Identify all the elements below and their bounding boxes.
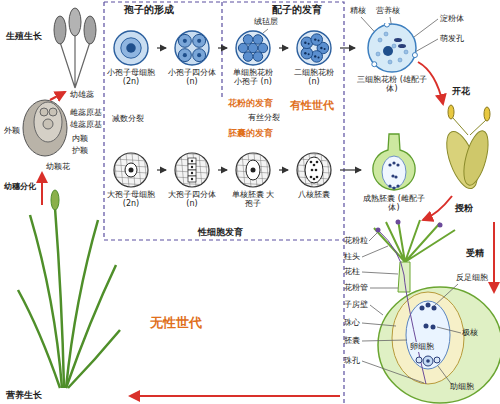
part-label: 花粉粒 bbox=[344, 236, 368, 246]
stage-arrow bbox=[340, 169, 361, 170]
part-label: 精核 bbox=[350, 6, 366, 16]
stage-arrow bbox=[157, 47, 166, 48]
part-label: 幼穗分化 bbox=[4, 182, 36, 192]
cell-illustration bbox=[106, 152, 156, 188]
part-label: 营养生长 bbox=[6, 390, 42, 401]
part-label: 萌发孔 bbox=[440, 34, 464, 44]
stage-caption: 大孢子母细胞 (2n) bbox=[106, 190, 156, 208]
cell-illustration bbox=[228, 30, 278, 66]
part-label: 护颖 bbox=[72, 146, 88, 156]
stage-arrow bbox=[218, 47, 227, 48]
stage-node: 大孢子四分体 (n) bbox=[167, 152, 217, 208]
stage-arrow bbox=[279, 169, 288, 170]
part-label: 无性世代 bbox=[150, 315, 202, 331]
stage-arrow bbox=[218, 169, 227, 170]
part-label: 极核 bbox=[462, 328, 478, 338]
cell-illustration bbox=[289, 30, 339, 66]
part-label: 绒毡层 bbox=[254, 17, 278, 27]
part-label: 授粉 bbox=[455, 203, 473, 214]
part-label: 生殖生长 bbox=[6, 31, 42, 42]
stage-arrow bbox=[279, 47, 288, 48]
part-label: 内颖 bbox=[72, 134, 88, 144]
stage-caption: 二细胞花粉 (n) bbox=[289, 68, 339, 86]
stage-caption: 大孢子四分体 (n) bbox=[167, 190, 217, 208]
part-label: 珠心 bbox=[344, 318, 360, 328]
cell-illustration bbox=[356, 23, 428, 73]
part-label: 花柱 bbox=[344, 267, 360, 277]
part-label: 配子的发育 bbox=[272, 4, 322, 15]
part-label: 柱头 bbox=[344, 252, 360, 262]
cell-illustration bbox=[167, 152, 217, 188]
part-label: 雄蕊原基 bbox=[70, 120, 102, 130]
part-label: 淀粉体 bbox=[440, 14, 464, 24]
stage-caption: 单细胞花粉 小孢子 (n) bbox=[228, 68, 278, 86]
stage-node: 小孢子四分体 (n) bbox=[167, 30, 217, 86]
stage-node: 大孢子母细胞 (2n) bbox=[106, 152, 156, 208]
cell-illustration bbox=[289, 152, 339, 188]
part-label: 减数分裂 bbox=[112, 114, 144, 124]
part-label: 花粉管 bbox=[344, 283, 368, 293]
part-label: 卵细胞 bbox=[410, 342, 434, 352]
stage-caption: 单核胚囊 大孢子 bbox=[228, 190, 278, 208]
part-label: 珠孔 bbox=[344, 356, 360, 366]
part-label: 幼颖花 bbox=[46, 162, 70, 172]
part-label: 开花 bbox=[452, 86, 470, 97]
part-label: 胚囊 bbox=[344, 336, 360, 346]
part-label: 反足细胞 bbox=[456, 273, 488, 283]
stage-caption: 八核胚囊 bbox=[289, 190, 339, 199]
part-label: 营养核 bbox=[376, 6, 400, 16]
part-label: 外颖 bbox=[4, 126, 20, 136]
stage-node: 三细胞花粉 (雄配子体) bbox=[356, 23, 428, 93]
stage-caption: 成熟胚囊 (雌配子体) bbox=[362, 194, 426, 212]
part-label: 助细胞 bbox=[450, 382, 474, 392]
part-label: 孢子的形成 bbox=[124, 4, 174, 15]
stage-node: 八核胚囊 bbox=[289, 152, 339, 199]
stage-node: 单核胚囊 大孢子 bbox=[228, 152, 278, 208]
part-label: 性细胞发育 bbox=[198, 227, 243, 238]
part-label: 幼雄蕊 bbox=[70, 90, 94, 100]
part-label: 胚囊的发育 bbox=[228, 128, 273, 138]
part-label: 有丝分裂 bbox=[248, 113, 280, 123]
stage-caption: 小孢子四分体 (n) bbox=[167, 68, 217, 86]
cell-illustration bbox=[106, 30, 156, 66]
stage-arrow bbox=[340, 47, 355, 48]
stage-node: 二细胞花粉 (n) bbox=[289, 30, 339, 86]
part-label: 受精 bbox=[466, 248, 484, 259]
stage-node: 单细胞花粉 小孢子 (n) bbox=[228, 30, 278, 86]
stage-node: 小孢子母细胞 (2n) bbox=[106, 30, 156, 86]
stage-node: 成熟胚囊 (雌配子体) bbox=[362, 132, 426, 212]
part-label: 有性世代 bbox=[290, 99, 334, 112]
part-label: 子房壁 bbox=[344, 300, 368, 310]
cell-illustration bbox=[362, 132, 426, 192]
stage-caption: 三细胞花粉 (雄配子体) bbox=[356, 75, 428, 93]
part-label: 雌蕊原基 bbox=[70, 108, 102, 118]
stage-caption: 小孢子母细胞 (2n) bbox=[106, 68, 156, 86]
cell-illustration bbox=[228, 152, 278, 188]
stage-arrow bbox=[157, 169, 166, 170]
part-label: 花粉的发育 bbox=[228, 98, 273, 108]
cell-illustration bbox=[167, 30, 217, 66]
